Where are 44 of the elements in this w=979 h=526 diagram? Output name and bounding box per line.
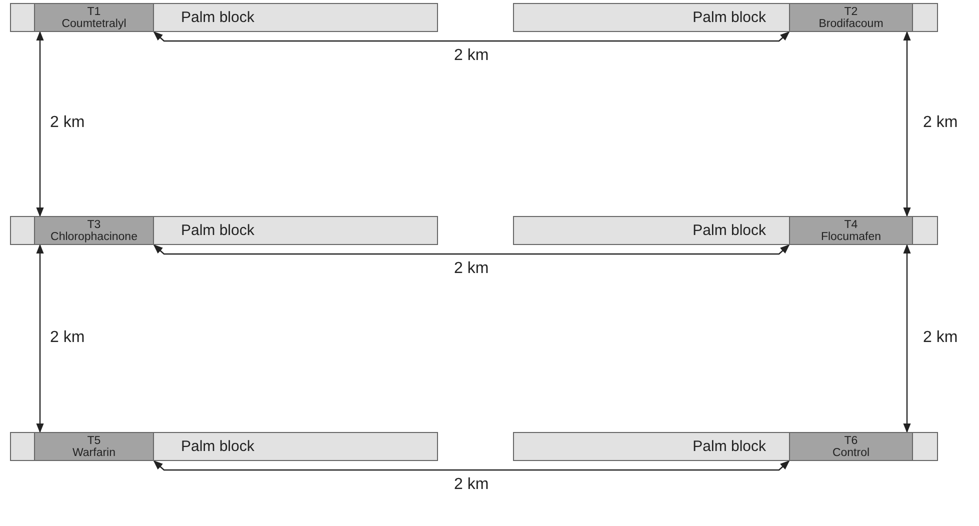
treatment-code: T5 [87, 434, 101, 446]
edge-label: 2 km [454, 260, 489, 278]
palm-block-bar [513, 3, 938, 32]
edge-label: 2 km [923, 114, 958, 132]
double-arrow [903, 244, 911, 433]
treatment-plot [789, 216, 913, 245]
edge-label: 2 km [454, 47, 489, 65]
edge-label: 2 km [454, 476, 489, 494]
palm-block-bar [513, 432, 938, 461]
treatment-code: T3 [87, 218, 101, 230]
treatment-name: Flocumafen [820, 230, 882, 242]
double-arrow [903, 31, 911, 217]
treatment-plot [789, 3, 913, 32]
edge-label: 2 km [50, 328, 85, 346]
block-label: Palm block [692, 9, 766, 26]
treatment-name: Warfarin [72, 446, 116, 458]
palm-block-bar [10, 3, 438, 32]
treatment-code: T6 [844, 434, 858, 446]
double-arrow [153, 460, 790, 471]
palm-block-bar [513, 216, 938, 245]
edge-label: 2 km [50, 114, 85, 132]
treatment-plot [34, 3, 154, 32]
double-arrow [36, 244, 44, 433]
palm-block-bar [10, 216, 438, 245]
treatment-plot [789, 432, 913, 461]
double-arrow [36, 31, 44, 217]
double-arrow [153, 244, 790, 255]
treatment-code: T4 [844, 218, 858, 230]
treatment-plot [34, 216, 154, 245]
block-label: Palm block [181, 222, 254, 239]
treatment-code: T2 [844, 6, 858, 18]
palm-block-bar [10, 432, 438, 461]
treatment-name: Control [832, 446, 870, 458]
treatment-name: Brodifacoum [818, 18, 884, 30]
double-arrow [153, 31, 790, 42]
treatment-name: Coumtetralyl [62, 18, 126, 30]
edge-label: 2 km [923, 328, 958, 346]
treatment-name: Chlorophacinone [50, 230, 138, 242]
treatment-code: T1 [87, 6, 101, 18]
block-label: Palm block [692, 222, 766, 239]
block-label: Palm block [181, 438, 254, 455]
treatment-plot [34, 432, 154, 461]
block-label: Palm block [692, 438, 766, 455]
block-label: Palm block [181, 9, 254, 26]
